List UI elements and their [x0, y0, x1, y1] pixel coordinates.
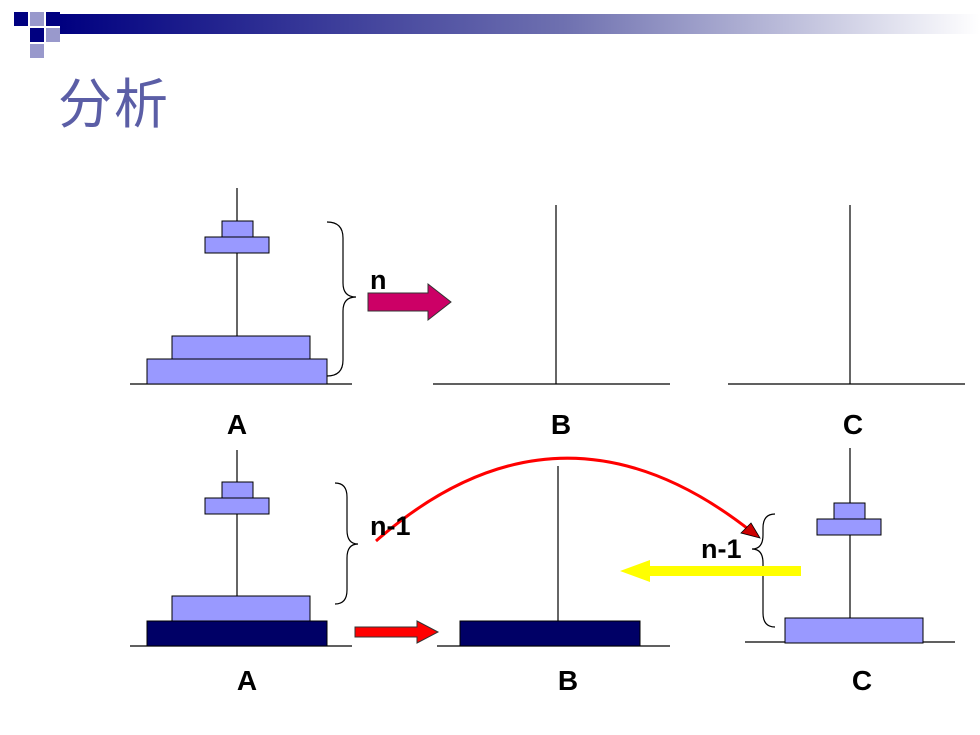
top-row: [130, 188, 965, 385]
bottom-disk-c-2: [816, 518, 882, 536]
bottom-brace-label-left: n-1: [370, 511, 411, 541]
bottom-brace-right: [751, 513, 776, 628]
bottom-disk-a-largest: [146, 620, 328, 647]
bottom-label-b: B: [557, 665, 579, 696]
curved-arrow-head: [740, 522, 761, 539]
decor-square-5: [46, 28, 60, 42]
top-peg-a: [130, 188, 357, 385]
bottom-label-c: C: [851, 665, 873, 696]
bottom-peg-b: [437, 466, 670, 647]
top-label-b: B: [550, 409, 572, 440]
header-decoration: [14, 12, 980, 58]
bottom-disk-b-largest: [459, 620, 641, 647]
bottom-peg-c: [745, 448, 955, 644]
bottom-disk-a-2: [204, 497, 270, 515]
bottom-row: [130, 448, 955, 647]
top-disk-a-1: [221, 220, 254, 239]
top-move-arrow: [367, 282, 452, 322]
bottom-disk-c-1: [833, 502, 866, 521]
decor-square-3: [46, 12, 60, 26]
top-disk-a-4: [146, 358, 328, 385]
top-label-c: C: [842, 409, 864, 440]
decor-square-2: [30, 12, 44, 26]
top-disk-a-2: [204, 236, 270, 254]
bottom-disk-a-3: [171, 595, 311, 623]
decor-square-6: [30, 44, 44, 58]
curved-move-arrow: [375, 456, 753, 543]
top-brace: [326, 221, 357, 377]
top-peg-c: [728, 205, 965, 385]
decor-square-1: [14, 12, 28, 26]
bottom-peg-a: [130, 450, 359, 647]
bottom-brace-label-right: n-1: [701, 534, 742, 564]
top-peg-b: [433, 205, 670, 385]
decor-square-4: [30, 28, 44, 42]
top-label-a: A: [226, 409, 248, 440]
bottom-disk-c-3: [784, 617, 924, 644]
slide-title: 分析: [58, 73, 170, 136]
largest-disk-move-arrow: [354, 620, 440, 644]
bottom-disk-a-1: [221, 481, 254, 500]
return-move-arrow: [620, 560, 801, 582]
bottom-brace-left: [334, 482, 359, 605]
top-disk-a-3: [171, 335, 311, 361]
bottom-label-a: A: [236, 665, 258, 696]
top-brace-label: n: [370, 265, 387, 295]
header-bar: [60, 14, 980, 34]
